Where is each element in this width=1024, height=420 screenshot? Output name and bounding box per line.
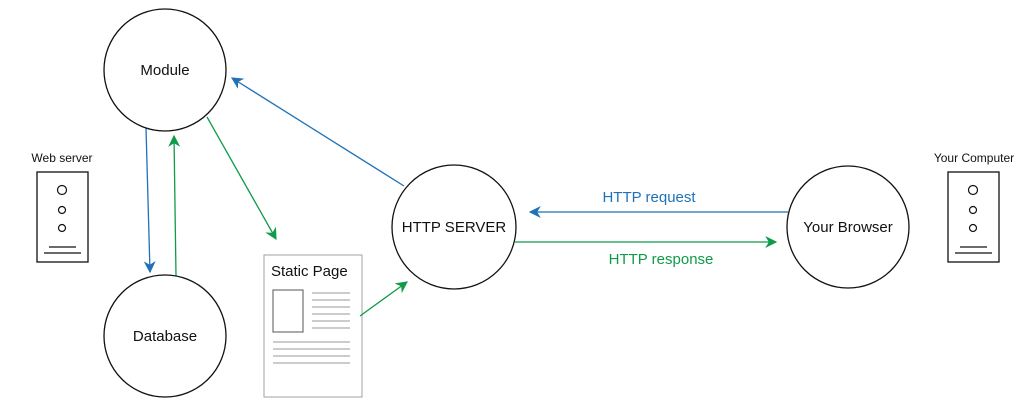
- web-server-label: Web server: [31, 151, 92, 165]
- database-node: Database: [103, 274, 227, 398]
- static-page-document: [263, 254, 363, 398]
- edge-static-page-to-server: [359, 281, 408, 317]
- edge-server-to-module: [230, 77, 405, 187]
- your-computer-label: Your Computer: [934, 151, 1014, 165]
- module-node: Module: [103, 8, 227, 132]
- http-server-node: HTTP SERVER: [391, 164, 517, 290]
- your-computer-icon: [947, 171, 1000, 263]
- static-page-title: Static Page: [271, 263, 348, 280]
- browser-label: Your Browser: [803, 219, 893, 236]
- http-server-label: HTTP SERVER: [402, 219, 507, 236]
- browser-node: Your Browser: [786, 165, 910, 289]
- edge-module-to-database: [143, 127, 156, 274]
- database-label: Database: [133, 328, 197, 345]
- edge-database-to-module: [168, 134, 181, 277]
- http-request-label: HTTP request: [602, 189, 696, 206]
- edge-module-to-static-page: [206, 116, 277, 241]
- module-label: Module: [140, 62, 189, 79]
- http-response-label: HTTP response: [609, 251, 714, 268]
- web-server-icon: [36, 171, 89, 263]
